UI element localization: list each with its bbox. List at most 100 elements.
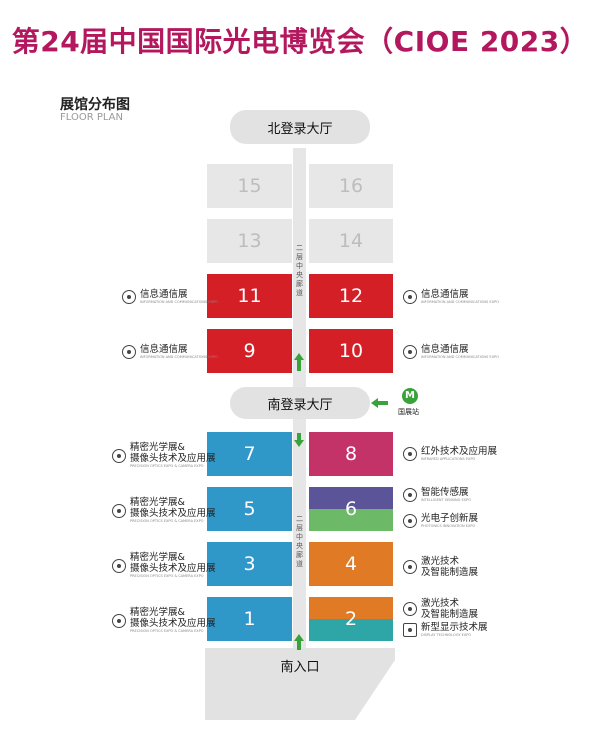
south-lobby-label: 南登录大厅 xyxy=(267,397,333,413)
hall-14-number: 14 xyxy=(338,230,364,252)
hall-16-number: 16 xyxy=(338,175,364,197)
floor-plan-title: 展馆分布图 xyxy=(60,97,130,113)
hall-10-number: 10 xyxy=(338,340,364,362)
hall-4[interactable]: 4 xyxy=(309,542,393,586)
info-comm-cn: 信息通信展 xyxy=(140,289,188,300)
laser-cn-1: 激光技术 xyxy=(421,556,460,567)
sensing-en: INTELLIGENT SENSING EXPO xyxy=(421,498,471,502)
hall-6-photonics-zone[interactable] xyxy=(309,509,393,531)
infrared-icon xyxy=(403,447,417,461)
hall-9-number: 9 xyxy=(243,340,256,362)
sensing-cn: 智能传感展 xyxy=(421,487,469,498)
hall-2-number: 2 xyxy=(344,608,358,630)
precision-optics-en: PRECISION OPTICS EXPO & CAMERA EXPO xyxy=(130,574,204,578)
corridor-label-lower-text: 二层中央廊道 xyxy=(296,515,303,568)
metro-icon: M xyxy=(402,388,418,404)
corridor-label-upper: 二层中央廊道 xyxy=(293,244,306,298)
lens-icon xyxy=(112,558,126,573)
info-comm-cn: 信息通信展 xyxy=(421,289,469,300)
page-title: 第24届中国国际光电博览会（CIOE 2023） xyxy=(11,25,589,58)
laser-cn-1: 激光技术 xyxy=(421,598,460,609)
laser-label-2: 激光技术及智能制造展 xyxy=(403,598,478,620)
hall-12[interactable]: 12 xyxy=(309,274,393,318)
arrow-down-stem xyxy=(297,433,301,441)
hall-2[interactable]: 2 xyxy=(309,597,393,641)
hall-5[interactable]: 5 xyxy=(207,487,292,531)
lens-icon xyxy=(112,503,126,518)
precision-optics-cn-2: 摄像头技术及应用展 xyxy=(130,618,216,629)
hall-7-number: 7 xyxy=(243,443,256,465)
hall-9[interactable]: 9 xyxy=(207,329,292,373)
signal-icon xyxy=(122,345,136,359)
precision-optics-cn-2: 摄像头技术及应用展 xyxy=(130,508,216,519)
hall-6-number: 6 xyxy=(344,498,358,520)
hall-15-number: 15 xyxy=(237,175,262,197)
photonics-en: PHOTONICS INNOVATION EXPO xyxy=(421,524,476,528)
photonics-cn: 光电子创新展 xyxy=(421,513,479,524)
hall-15[interactable]: 15 xyxy=(207,164,292,208)
precision-optics-cn-1: 精密光学展& xyxy=(130,552,185,563)
arrow-up-stem-2 xyxy=(297,640,301,650)
arrow-left-icon xyxy=(371,398,378,408)
arrow-down-icon xyxy=(294,440,304,447)
south-entrance-label: 南入口 xyxy=(280,660,320,675)
floor-plan-subtitle: FLOOR PLAN xyxy=(60,112,123,123)
hall-11[interactable]: 11 xyxy=(207,274,292,318)
hall-1[interactable]: 1 xyxy=(207,597,292,641)
lens-icon xyxy=(112,448,126,463)
hall-6[interactable]: 6 xyxy=(309,487,393,531)
hall-10[interactable]: 10 xyxy=(309,329,393,373)
laser-cn-2: 及智能制造展 xyxy=(421,609,479,620)
display-cn: 新型显示技术展 xyxy=(421,622,488,633)
arrow-up-icon xyxy=(294,353,304,360)
metro-label: 国展站 xyxy=(398,408,419,416)
info-comm-cn: 信息通信展 xyxy=(140,344,188,355)
precision-optics-cn-1: 精密光学展& xyxy=(130,497,185,508)
hall-2-laser-zone[interactable] xyxy=(309,597,393,619)
hall-2-display-zone[interactable] xyxy=(309,619,393,641)
laser-label-4: 激光技术及智能制造展 xyxy=(403,556,478,578)
hall-16[interactable]: 16 xyxy=(309,164,393,208)
south-lobby[interactable]: 南登录大厅 xyxy=(230,387,370,419)
hall-4-number: 4 xyxy=(344,553,358,575)
hall-8[interactable]: 8 xyxy=(309,432,393,476)
info-comm-en: INFORMATION AND COMMUNICATIONS EXPO xyxy=(421,300,499,304)
corridor-label-upper-text: 二层中央廊道 xyxy=(296,244,303,297)
photonics-icon xyxy=(403,514,417,528)
north-lobby[interactable]: 北登录大厅 xyxy=(230,110,370,144)
laser-icon xyxy=(403,560,417,574)
signal-icon xyxy=(403,290,417,304)
precision-optics-en: PRECISION OPTICS EXPO & CAMERA EXPO xyxy=(130,519,204,523)
hall-12-number: 12 xyxy=(338,285,364,307)
hall-3[interactable]: 3 xyxy=(207,542,292,586)
hall-1-number: 1 xyxy=(243,608,256,630)
hall-5-number: 5 xyxy=(243,498,256,520)
info-comm-en: INFORMATION AND COMMUNICATIONS EXPO xyxy=(140,355,218,359)
hall-14[interactable]: 14 xyxy=(309,219,393,263)
hall-13[interactable]: 13 xyxy=(207,219,292,263)
laser-cn-2: 及智能制造展 xyxy=(421,567,479,578)
hall-7[interactable]: 7 xyxy=(207,432,292,476)
hall-11-number: 11 xyxy=(237,285,262,307)
precision-optics-en: PRECISION OPTICS EXPO & CAMERA EXPO xyxy=(130,464,204,468)
display-icon xyxy=(403,623,417,637)
infrared-en: INFRARED APPLICATIONS EXPO xyxy=(421,457,476,461)
precision-optics-cn-1: 精密光学展& xyxy=(130,607,185,618)
lens-icon xyxy=(112,613,126,628)
precision-optics-en: PRECISION OPTICS EXPO & CAMERA EXPO xyxy=(130,629,204,633)
info-comm-cn: 信息通信展 xyxy=(421,344,469,355)
hall-3-number: 3 xyxy=(243,553,256,575)
arrow-up-entrance-icon xyxy=(294,634,304,641)
hall-6-sensing-zone[interactable] xyxy=(309,487,393,509)
south-entrance-area[interactable] xyxy=(205,648,395,720)
precision-optics-cn-1: 精密光学展& xyxy=(130,442,185,453)
